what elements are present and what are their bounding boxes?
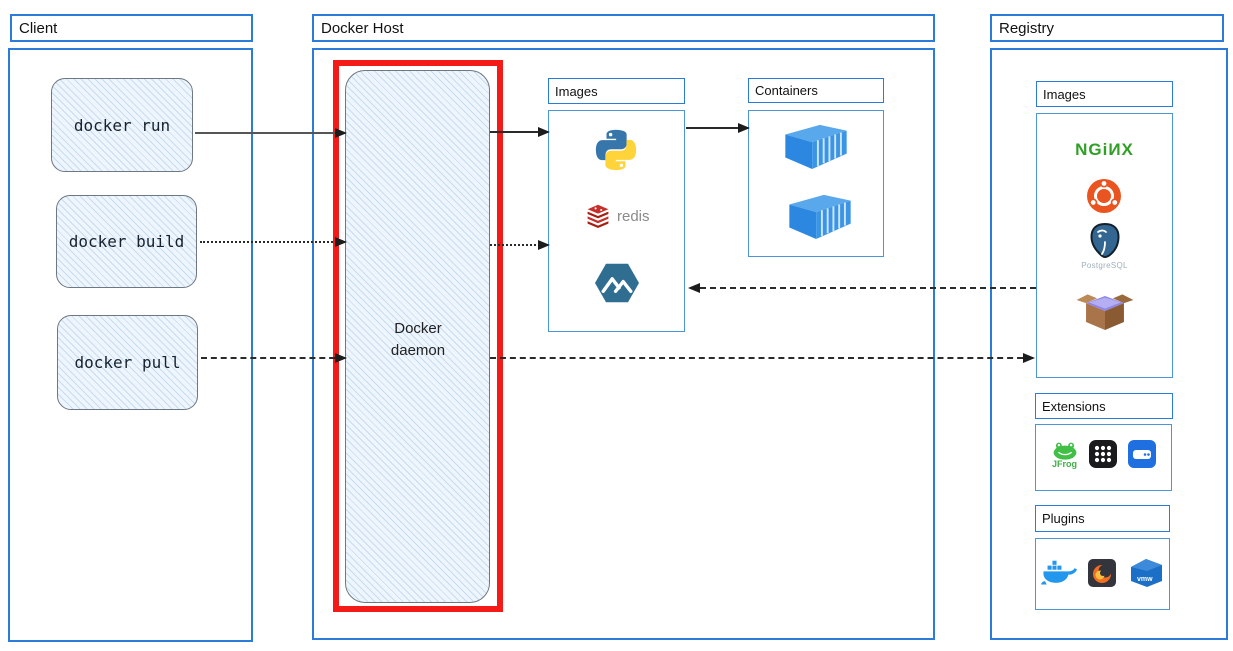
registry-plugins-title: Plugins xyxy=(1035,505,1170,532)
alpine-icon xyxy=(595,263,639,303)
drive-app-icon xyxy=(1127,440,1156,468)
docker-host-title-label: Docker Host xyxy=(321,19,404,37)
arrow-pull-to-daemon xyxy=(201,353,347,363)
host-images-title-label: Images xyxy=(555,83,598,99)
docker-pull-label: docker pull xyxy=(74,353,181,372)
registry-plugins-box: vmw xyxy=(1035,538,1170,610)
arrow-daemon-to-images xyxy=(490,127,550,137)
client-title-label: Client xyxy=(19,19,58,37)
host-images-title: Images xyxy=(548,78,685,104)
containers-title-label: Containers xyxy=(755,83,818,98)
registry-images-box: NGiИX PostgreSQL xyxy=(1036,113,1173,378)
ubuntu-icon xyxy=(1086,178,1122,214)
grafana-icon xyxy=(1087,559,1116,587)
docker-whale-icon xyxy=(1040,560,1077,585)
python-icon xyxy=(593,127,639,173)
redis-icon xyxy=(587,204,609,228)
registry-extensions-box: JFrog xyxy=(1035,424,1172,491)
extensions-title-label: Extensions xyxy=(1042,398,1106,414)
nginx-logo: NGiИX xyxy=(1075,140,1134,159)
arrow-build-to-daemon xyxy=(200,237,347,247)
redis-item: redis xyxy=(585,204,650,228)
vmware-label: vmw xyxy=(1137,576,1153,583)
docker-daemon-box xyxy=(345,70,490,603)
registry-title-label: Registry xyxy=(999,19,1055,37)
daemon-red-highlight xyxy=(333,60,503,612)
registry-images-title: Images xyxy=(1036,81,1173,107)
docker-daemon-label: Docker daemon xyxy=(390,320,446,359)
docker-build-label: docker build xyxy=(68,232,185,251)
postgresql-label: PostgreSQL xyxy=(1081,261,1128,270)
docker-build-box: docker build xyxy=(56,195,197,288)
docker-host-panel-title: Docker Host xyxy=(312,14,935,42)
arrow-images-to-containers xyxy=(686,123,750,133)
docker-run-box: docker run xyxy=(51,78,193,172)
package-box-icon xyxy=(1075,286,1135,336)
registry-extensions-title: Extensions xyxy=(1035,393,1173,419)
registry-images-title-label: Images xyxy=(1043,86,1086,102)
containers-box xyxy=(748,110,884,257)
jfrog-icon: JFrog xyxy=(1051,439,1079,469)
arrow-daemon-to-registry xyxy=(490,353,1035,363)
postgresql-icon: PostgreSQL xyxy=(1037,222,1172,270)
docker-run-label: docker run xyxy=(73,115,171,135)
vmware-icon: vmw xyxy=(1130,559,1162,587)
grid-app-icon xyxy=(1088,440,1117,468)
container-icon xyxy=(785,123,847,169)
arrow-registry-to-images xyxy=(688,283,1036,293)
arrow-run-to-daemon xyxy=(195,128,347,138)
jfrog-label: JFrog xyxy=(1051,459,1077,469)
arrow-daemon-to-images-2 xyxy=(490,240,550,250)
client-panel-title: Client xyxy=(10,14,253,42)
registry-panel-title: Registry xyxy=(990,14,1224,42)
plugins-title-label: Plugins xyxy=(1042,511,1085,526)
docker-pull-box: docker pull xyxy=(57,315,198,410)
redis-label: redis xyxy=(617,207,650,225)
host-images-box: redis xyxy=(548,110,685,332)
container-icon xyxy=(789,193,851,239)
containers-title: Containers xyxy=(748,78,884,103)
